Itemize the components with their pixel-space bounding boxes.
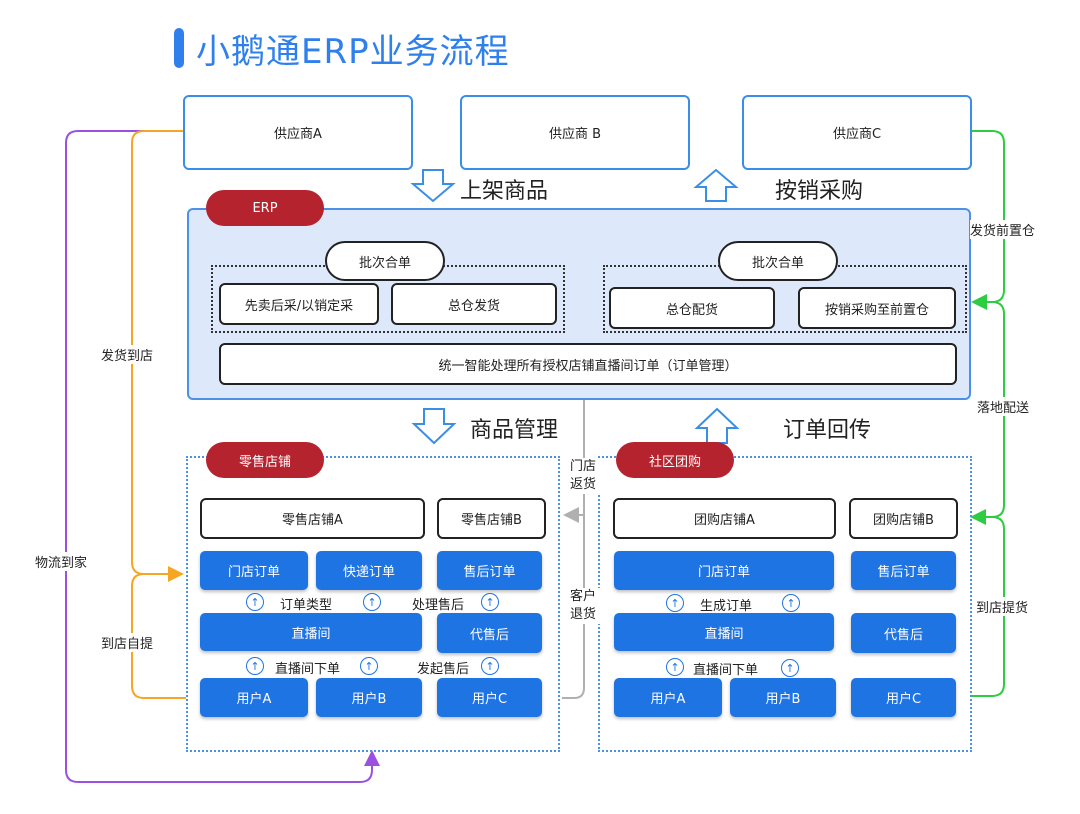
group-store-order-button[interactable]: 门店订单: [614, 551, 834, 590]
up-circle-icon: ↑: [246, 657, 264, 675]
group-live-room-button[interactable]: 直播间: [614, 613, 834, 651]
ship-to-store-label: 发货到店: [101, 345, 154, 364]
group-store-a-box: 团购店铺A: [613, 498, 836, 539]
central-allocation-box: 总仓配货: [609, 287, 775, 329]
retail-user-b-button[interactable]: 用户B: [316, 678, 422, 717]
title-accent-bar: [174, 28, 184, 68]
store-pickup-label: 到店提货: [976, 597, 1029, 616]
erp-left-merge-pill: 批次合单: [325, 241, 445, 281]
self-pickup-label: 到店自提: [101, 633, 154, 652]
retail-express-order-button[interactable]: 快递订单: [316, 551, 422, 590]
group-aftersale-order-button[interactable]: 售后订单: [851, 551, 956, 590]
sell-then-buy-box: 先卖后采/以销定采: [219, 283, 379, 325]
up-circle-icon: ↑: [781, 659, 799, 677]
retail-store-order-button[interactable]: 门店订单: [200, 551, 308, 590]
ship-front-wh-line: [970, 130, 1005, 310]
ship-front-wh-label: 发货前置仓: [970, 220, 1036, 239]
retail-badge: 零售店铺: [206, 442, 324, 478]
retail-live-order-label: 直播间下单: [275, 662, 341, 677]
goods-mgmt-label: 商品管理: [470, 418, 559, 443]
down-arrow-icon: [410, 169, 456, 203]
retail-agent-aftersale-button[interactable]: 代售后: [437, 613, 542, 653]
retail-panel: [186, 456, 560, 752]
page-title: 小鹅通ERP业务流程: [196, 32, 510, 72]
down-arrow-icon: [411, 408, 457, 445]
erp-right-merge-pill: 批次合单: [718, 241, 838, 281]
group-store-b-box: 团购店铺B: [849, 498, 958, 539]
local-delivery-label: 落地配送: [977, 397, 1030, 416]
up-circle-icon: ↑: [666, 594, 684, 612]
up-arrow-icon: [694, 407, 740, 444]
up-circle-icon: ↑: [246, 593, 264, 611]
order-type-label: 订单类型: [280, 598, 333, 613]
local-delivery-line: [970, 301, 1005, 525]
up-circle-icon: ↑: [481, 593, 499, 611]
group-user-a-button[interactable]: 用户A: [614, 678, 722, 717]
purchase-to-front-wh-box: 按销采购至前置仓: [798, 287, 956, 329]
return-line: [562, 300, 585, 699]
up-circle-icon: ↑: [360, 657, 378, 675]
group-live-order-label: 直播间下单: [693, 663, 759, 678]
supplier-b-box: 供应商 B: [460, 95, 690, 170]
logistics-home-label: 物流到家: [35, 552, 88, 571]
up-circle-icon: ↑: [481, 657, 499, 675]
supplier-a-box: 供应商A: [183, 95, 413, 170]
retail-user-a-button[interactable]: 用户A: [200, 678, 308, 717]
store-pickup-line: [970, 516, 1005, 697]
central-ship-box: 总仓发货: [391, 283, 557, 325]
logistics-home-line: [65, 130, 380, 783]
erp-badge: ERP: [206, 190, 324, 226]
up-arrow-icon: [693, 168, 739, 202]
up-circle-icon: ↑: [666, 658, 684, 676]
group-badge: 社区团购: [616, 442, 734, 478]
retail-store-a-box: 零售店铺A: [200, 498, 425, 539]
unified-order-box: 统一智能处理所有授权店铺直播间订单（订单管理）: [219, 343, 957, 385]
store-return-label: 门店返货: [570, 458, 600, 494]
gen-order-label: 生成订单: [700, 599, 753, 614]
retail-live-room-button[interactable]: 直播间: [200, 613, 422, 651]
list-goods-label: 上架商品: [460, 179, 549, 204]
start-aftersale-label: 发起售后: [417, 662, 470, 677]
retail-aftersale-order-button[interactable]: 售后订单: [437, 551, 542, 590]
up-circle-icon: ↑: [363, 593, 381, 611]
up-circle-icon: ↑: [782, 594, 800, 612]
handle-aftersale-label: 处理售后: [412, 598, 465, 613]
self-pickup-line: [131, 573, 186, 699]
supplier-c-box: 供应商C: [742, 95, 972, 170]
retail-user-c-button[interactable]: 用户C: [437, 678, 542, 717]
group-user-b-button[interactable]: 用户B: [730, 678, 836, 717]
retail-store-b-box: 零售店铺B: [437, 498, 546, 539]
purchase-by-sales-label: 按销采购: [775, 179, 864, 204]
group-agent-aftersale-button[interactable]: 代售后: [851, 613, 956, 653]
customer-return-label: 客户退货: [570, 588, 600, 624]
group-user-c-button[interactable]: 用户C: [851, 678, 956, 717]
order-return-label: 订单回传: [783, 418, 872, 443]
